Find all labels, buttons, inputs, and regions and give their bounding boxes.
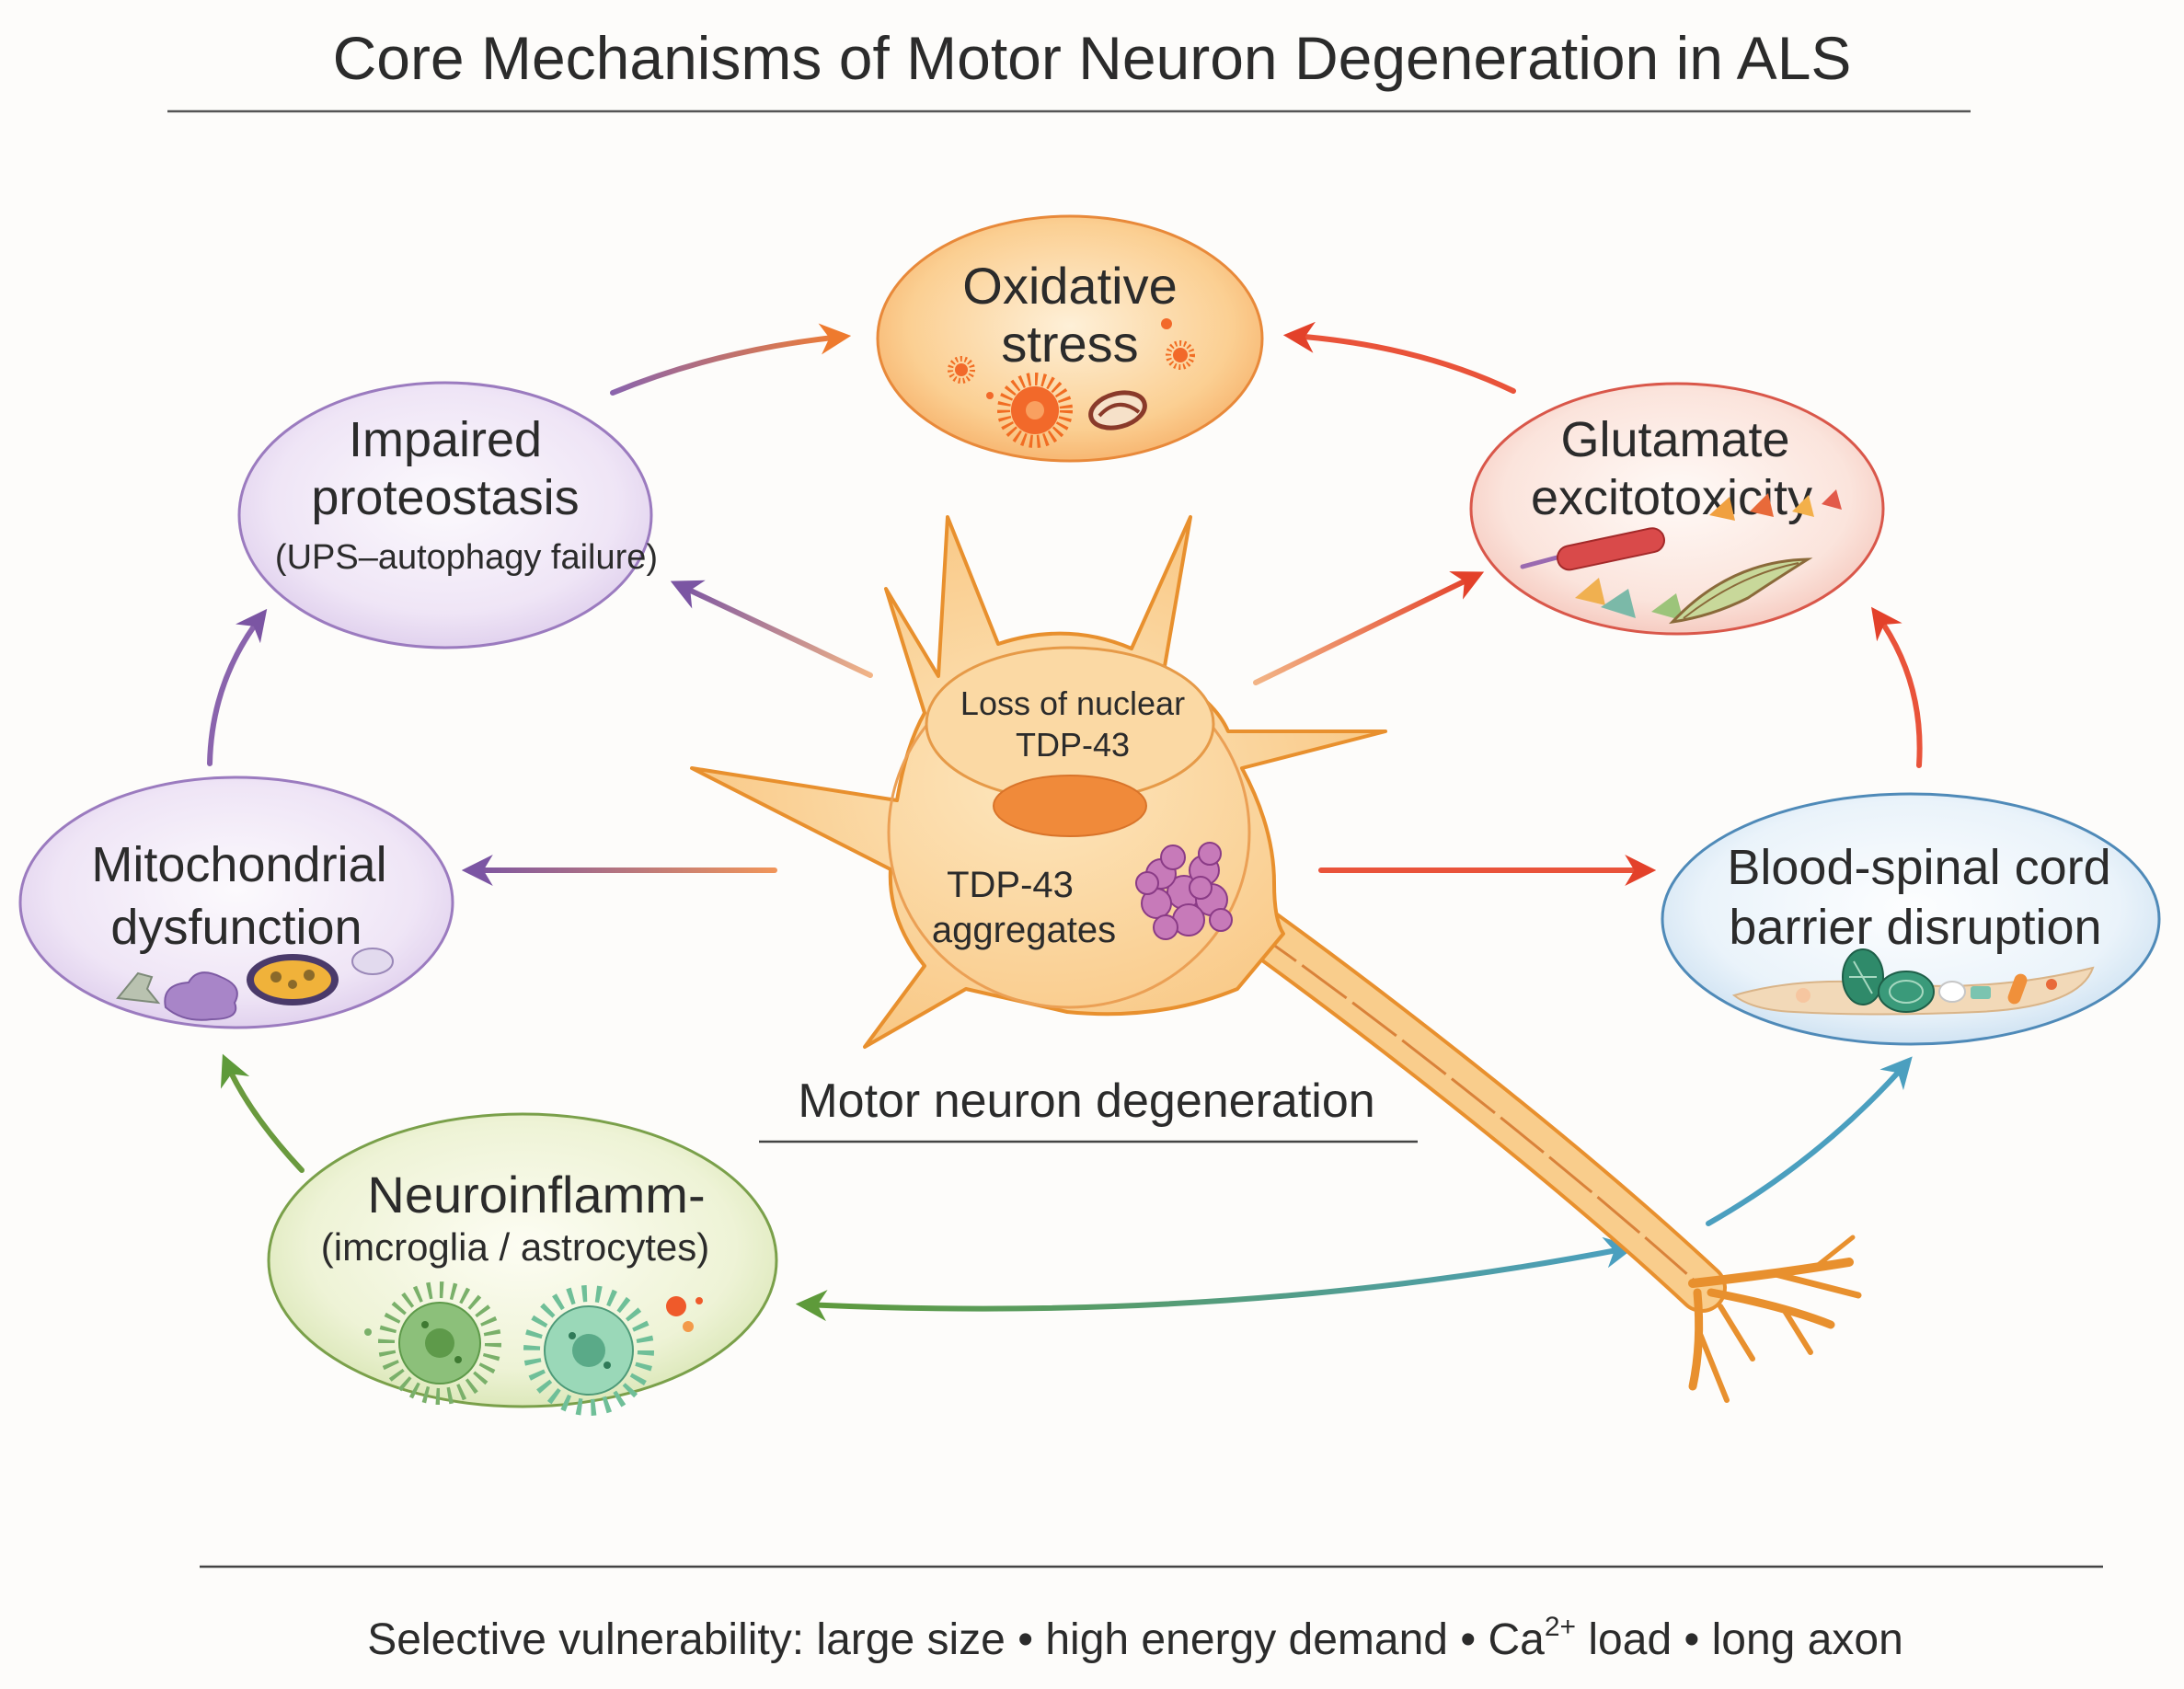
proteostasis-ellipse <box>237 381 653 649</box>
arrows <box>207 321 1923 1322</box>
node-bscb-disruption: Blood-spinal cord barrier disruption <box>1661 792 2161 1046</box>
glutamate-label-line1: Glutamate <box>1560 412 1789 467</box>
oxidative-label-line2: stress <box>1001 315 1138 373</box>
proteostasis-label-line1: Impaired <box>349 412 542 467</box>
axon-terminals <box>1688 1235 1862 1403</box>
inflammatory-signal-icon <box>364 1296 703 1336</box>
axon <box>1208 886 1727 1313</box>
motor-neuron: Loss of nuclear TDP-43 TDP-43 aggregates <box>690 515 1862 1403</box>
bscb-label-line1: Blood-spinal cord <box>1727 840 2110 895</box>
arrow-neuron-to-proteostasis <box>670 580 873 678</box>
oxidative-label-line1: Oxidative <box>962 257 1177 315</box>
neuroinflammation-label-line1: Neuroinflamm- <box>367 1166 705 1224</box>
arrow-bscb-to-glutamate <box>1871 606 1923 768</box>
free-radical-icon <box>948 318 1195 448</box>
glutamate-label-line2: excitotoxicity <box>1531 470 1812 525</box>
neuroinflammation-label-line2: (imcroglia / astrocytes) <box>321 1225 709 1269</box>
footer-vulnerability-text: Selective vulnerability: large size • hi… <box>367 1612 1903 1664</box>
arrow-neuroinflammation-axon-bidirectional <box>795 1236 1637 1322</box>
node-oxidative-stress: Oxidative stress <box>876 214 1264 463</box>
tdp43-aggregates-icon <box>1135 842 1233 940</box>
node-mitochondrial-dysfunction: Mitochondrial dysfunction <box>18 776 454 1029</box>
arrow-mitochondrial-to-proteostasis <box>207 608 268 766</box>
page-title: Core Mechanisms of Motor Neuron Degenera… <box>333 24 1852 92</box>
proteostasis-label-line3: (UPS–autophagy failure) <box>275 538 658 577</box>
oxidative-ellipse <box>876 214 1264 463</box>
nucleus-label-line2: TDP-43 <box>1016 726 1130 764</box>
footer-suffix: load • long axon <box>1576 1615 1903 1664</box>
astrocyte-icon <box>523 1285 654 1416</box>
footer-superscript: 2+ <box>1545 1612 1576 1642</box>
mitochondrial-ellipse <box>18 776 454 1029</box>
arrow-glutamate-to-oxidative <box>1282 321 1516 394</box>
microglia-icon <box>378 1281 501 1405</box>
arrow-proteostasis-to-oxidative <box>610 323 852 396</box>
mitochondria-icon <box>116 948 394 1021</box>
proteostasis-label-line2: proteostasis <box>311 470 579 525</box>
arrow-neuroinflammation-to-mitochondrial <box>220 1053 305 1173</box>
node-impaired-proteostasis: Impaired proteostasis (UPS–autophagy fai… <box>237 381 658 649</box>
neuroinflammation-ellipse <box>267 1112 778 1408</box>
arrow-axon-to-bscb <box>1706 1056 1913 1226</box>
nucleolus <box>993 775 1147 837</box>
vessel-wall-icon <box>1731 948 2095 1016</box>
nucleus-label-line1: Loss of nuclear <box>960 684 1185 722</box>
node-neuroinflammation: Neuroinflamm- (imcroglia / astrocytes) <box>267 1112 778 1416</box>
synapse-icon <box>1520 489 1842 625</box>
mitochondrial-label-line2: dysfunction <box>110 900 362 955</box>
aggregates-label-line1: TDP-43 <box>947 865 1074 905</box>
arrow-neuron-to-glutamate <box>1253 571 1485 685</box>
node-glutamate-excitotoxicity: Glutamate excitotoxicity <box>1469 382 1885 636</box>
damaged-organelle-icon <box>1088 390 1147 431</box>
bscb-label-line2: barrier disruption <box>1729 900 2101 955</box>
center-caption: Motor neuron degeneration <box>798 1074 1374 1128</box>
footer-prefix: Selective vulnerability: large size • hi… <box>367 1615 1545 1664</box>
aggregates-label-line2: aggregates <box>932 910 1116 950</box>
mitochondrial-label-line1: Mitochondrial <box>91 837 386 892</box>
